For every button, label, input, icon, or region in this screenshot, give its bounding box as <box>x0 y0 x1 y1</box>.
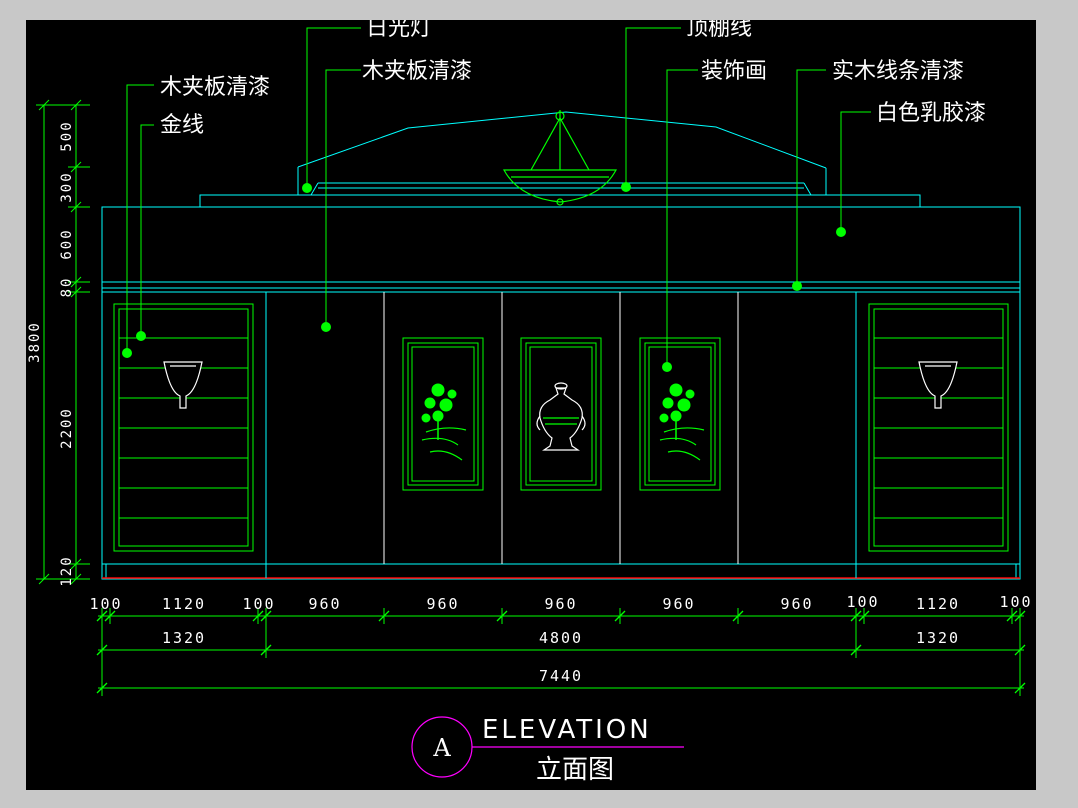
callout-labels: 日光灯 顶棚线 木夹板清漆 装饰画 实木线条清漆 木夹板清漆 金线 白色乳胶漆 <box>160 20 986 138</box>
label-solid-wood-strip: 实木线条清漆 <box>832 59 964 84</box>
hdim-total: 7440 <box>539 667 583 685</box>
hdim-960-c: 960 <box>544 595 577 613</box>
hdim-100-c: 100 <box>846 593 879 611</box>
title-english: ELEVATION <box>482 715 652 745</box>
painting-right <box>639 337 721 491</box>
painting-left <box>402 337 484 491</box>
painting-center <box>520 337 602 491</box>
hdim-1120-b: 1120 <box>916 595 960 613</box>
horizontal-dimension-lines <box>98 608 1024 696</box>
hdim-1320-a: 1320 <box>162 629 206 647</box>
hdim-100-b: 100 <box>242 595 275 613</box>
label-plywood-varnish-mid: 木夹板清漆 <box>362 59 472 84</box>
label-decor-painting: 装饰画 <box>701 59 767 84</box>
hdim-960-e: 960 <box>780 595 813 613</box>
flower-left-icon <box>421 383 467 461</box>
horizontal-dimension-text: 100 1120 100 960 960 960 960 960 100 112… <box>89 593 1032 685</box>
left-louver-panel <box>113 303 254 552</box>
drawing-canvas[interactable]: 日光灯 顶棚线 木夹板清漆 装饰画 实木线条清漆 木夹板清漆 金线 白色乳胶漆 … <box>26 20 1036 790</box>
hdim-1320-b: 1320 <box>916 629 960 647</box>
chandelier-icon <box>502 110 618 206</box>
vdim-600: 600 <box>59 228 75 259</box>
leader-lines <box>126 27 871 367</box>
vase-icon <box>536 382 586 451</box>
label-white-latex: 白色乳胶漆 <box>876 101 986 126</box>
flower-right-icon <box>659 383 705 461</box>
label-ceiling-line: 顶棚线 <box>686 20 752 41</box>
hdim-960-b: 960 <box>426 595 459 613</box>
vdim-300: 300 <box>59 171 75 202</box>
hdim-960-d: 960 <box>662 595 695 613</box>
horizontal-dimension-ticks <box>96 610 1026 694</box>
vdim-120: 120 <box>59 555 75 586</box>
vdim-500: 500 <box>59 120 75 151</box>
title-chinese: 立面图 <box>536 755 614 785</box>
vdim-80: 80 <box>59 277 75 298</box>
label-sunlight-lamp: 日光灯 <box>366 20 432 41</box>
hdim-100-d: 100 <box>999 593 1032 611</box>
vertical-dimension-text: 500 300 600 80 2200 120 3800 <box>27 120 75 586</box>
title-marker: A <box>432 734 451 762</box>
wall-sconce-left-icon <box>163 361 203 409</box>
label-gold-line: 金线 <box>160 113 204 138</box>
hdim-960-a: 960 <box>308 595 341 613</box>
label-plywood-varnish-left: 木夹板清漆 <box>160 75 270 100</box>
vdim-total: 3800 <box>27 321 43 363</box>
wall-outline <box>101 206 1021 580</box>
hdim-1120-a: 1120 <box>162 595 206 613</box>
right-louver-panel <box>868 303 1009 552</box>
vertical-dimension-lines <box>36 99 90 585</box>
hdim-100-a: 100 <box>89 595 122 613</box>
title-block: A ELEVATION 立面图 <box>411 715 684 785</box>
elevation-drawing: 日光灯 顶棚线 木夹板清漆 装饰画 实木线条清漆 木夹板清漆 金线 白色乳胶漆 … <box>27 20 1032 785</box>
wall-sconce-right-icon <box>918 361 958 409</box>
hdim-4800: 4800 <box>539 629 583 647</box>
panel-dividers <box>265 292 857 578</box>
vdim-2200: 2200 <box>59 407 75 449</box>
leader-dots <box>122 182 846 372</box>
